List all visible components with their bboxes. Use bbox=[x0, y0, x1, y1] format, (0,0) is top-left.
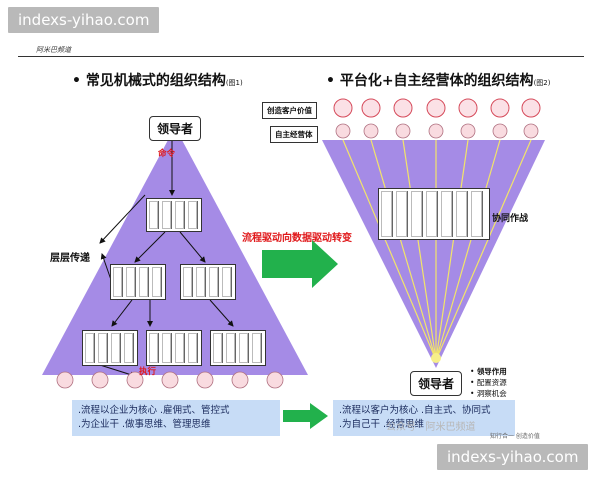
card-group-l1 bbox=[146, 198, 202, 232]
right-focus-point bbox=[431, 353, 441, 363]
card-group-l3b bbox=[146, 330, 202, 366]
card-group-l2b bbox=[180, 264, 236, 300]
bottom-green-arrow bbox=[283, 403, 328, 429]
right-faces-top bbox=[333, 98, 541, 118]
leader-role-item-1: • 领导作用 bbox=[470, 367, 507, 376]
card-group-l3c bbox=[210, 330, 266, 366]
leader-role-item-2: • 配置资源 bbox=[470, 378, 507, 387]
watermark-top: indexs-yihao.com bbox=[8, 7, 160, 33]
footer-small-text: 知行合一 创造价值 bbox=[490, 433, 540, 440]
right-leader-box: 领导者 bbox=[410, 371, 463, 396]
left-leader-box: 领导者 bbox=[149, 116, 202, 141]
left-faces bbox=[56, 371, 284, 389]
left-pyramid bbox=[42, 127, 308, 375]
layer-pass-label: 层层传递 bbox=[50, 253, 90, 264]
transition-label: 流程驱动向数据驱动转变 bbox=[242, 233, 352, 244]
card-group-right bbox=[378, 188, 490, 240]
leader-role-item-3: • 洞察机会 bbox=[470, 389, 507, 398]
leader-role-list: • 领导作用 • 配置资源 • 洞察机会 bbox=[470, 366, 507, 399]
right-title: • 平台化+自主经营体的组织结构(图2) bbox=[326, 73, 551, 89]
execute-label: 执行 bbox=[139, 367, 157, 377]
header-small-label: 阿米巴频道 bbox=[36, 46, 71, 54]
left-title: • 常见机械式的组织结构(图1) bbox=[72, 73, 243, 89]
center-green-arrow bbox=[262, 240, 338, 288]
card-group-l3a bbox=[82, 330, 138, 366]
command-label: 命令 bbox=[158, 149, 176, 159]
card-group-l2a bbox=[110, 264, 166, 300]
watermark-bottom: indexs-yihao.com bbox=[437, 444, 589, 470]
left-summary-box: .流程以企业为核心 .雇佣式、管控式 .为企业干 .做事思维、管理思维 bbox=[72, 400, 280, 436]
right-rays bbox=[342, 139, 532, 361]
self-operating-box: 自主经营体 bbox=[270, 126, 318, 143]
right-faces-bottom bbox=[335, 123, 539, 139]
wechat-watermark: 公众号 · 阿米巴频道 bbox=[386, 422, 476, 433]
right-inverted-pyramid bbox=[322, 140, 545, 368]
create-value-box: 创造客户价值 bbox=[262, 102, 317, 119]
header-divider bbox=[18, 56, 584, 57]
collab-label: 协同作战 bbox=[492, 214, 529, 224]
right-summary-box: .流程以客户为核心 .自主式、协同式 .为自己干 .经营思维 bbox=[333, 400, 515, 436]
